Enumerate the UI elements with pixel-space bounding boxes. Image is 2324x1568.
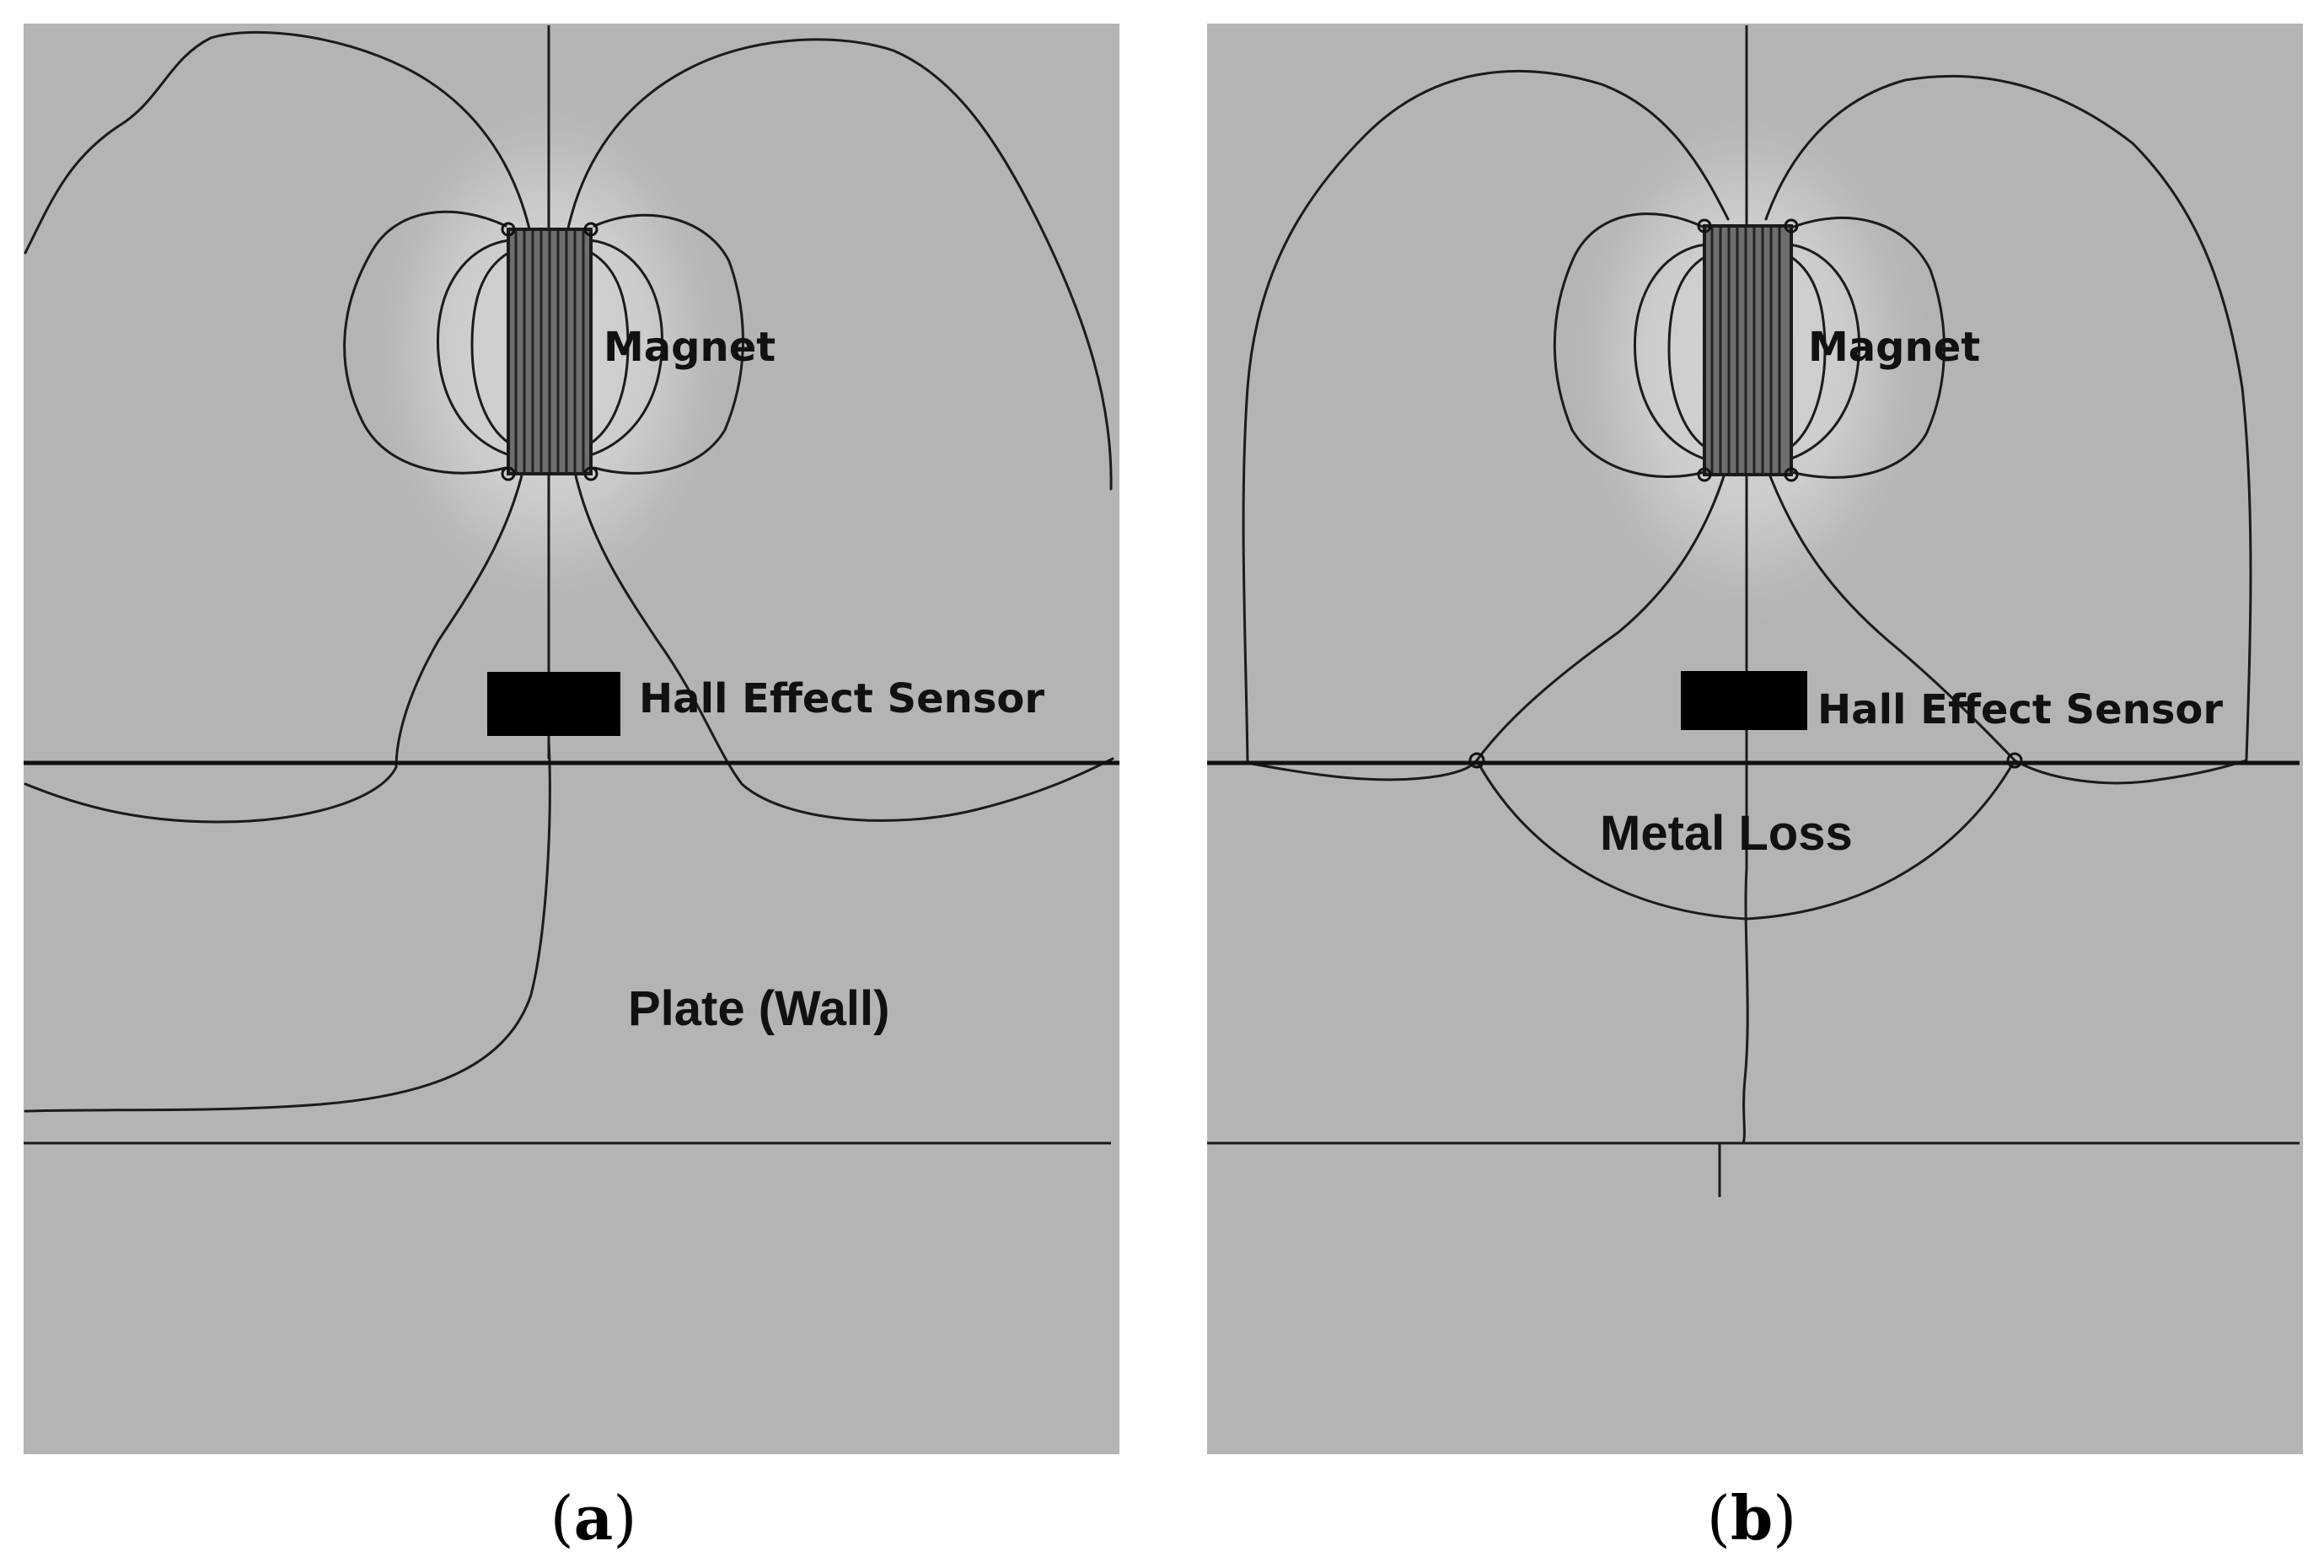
panel-b-field-line bbox=[1667, 255, 1706, 448]
panel-b-hall-sensor bbox=[1681, 671, 1807, 730]
panel-b-field-line bbox=[2013, 759, 2248, 785]
panel-a-field-line bbox=[24, 740, 551, 1113]
panel-b-field-line bbox=[1242, 69, 1730, 765]
panel-a-field-line bbox=[343, 210, 507, 475]
panel-a-field-line bbox=[24, 470, 524, 824]
panel-a-field-line bbox=[593, 213, 744, 475]
panel-b-field-line bbox=[1768, 475, 2016, 762]
panel-b: Magnet Hall Effect Sensor Metal Loss bbox=[1207, 24, 2303, 1454]
panel-a: Magnet Hall Effect Sensor Plate (Wall) bbox=[24, 24, 1119, 1454]
caption-a: (a) bbox=[550, 1482, 637, 1554]
panel-b-field-line bbox=[1790, 217, 1946, 479]
panel-a-field-line bbox=[565, 38, 1113, 491]
panel-b-field-line bbox=[1246, 759, 1479, 781]
panel-b-field-line bbox=[1553, 212, 1706, 478]
panel-b-field-line bbox=[1633, 243, 1708, 461]
panel-b-node bbox=[1468, 752, 1485, 769]
panel-a-magnet-label: Magnet bbox=[604, 324, 776, 371]
panel-a-field-line bbox=[588, 239, 664, 457]
panel-b-symmetry-axis bbox=[1742, 25, 1749, 1144]
panel-b-defect-label: Metal Loss bbox=[1600, 806, 1853, 861]
panel-a-field-line bbox=[24, 30, 533, 255]
panel-a-sensor-label: Hall Effect Sensor bbox=[639, 675, 1044, 722]
panel-b-metal-loss-boundary bbox=[1475, 759, 2016, 921]
panel-b-magnet bbox=[1697, 218, 1799, 482]
panel-a-plate-label: Plate (Wall) bbox=[628, 981, 889, 1036]
panel-b-node bbox=[2006, 752, 2023, 769]
panel-a-hall-sensor bbox=[487, 672, 620, 736]
panel-b-field-line bbox=[1475, 475, 1726, 762]
caption-b: (b) bbox=[1707, 1482, 1797, 1554]
panel-a-field-line bbox=[470, 251, 510, 444]
panel-b-field-line bbox=[1764, 74, 2252, 760]
panel-a-field-line bbox=[573, 470, 1114, 822]
panel-a-magnet bbox=[501, 222, 598, 481]
panel-b-field-line bbox=[1790, 255, 1827, 448]
panel-a-field-line bbox=[436, 239, 512, 457]
panel-b-magnet-label: Magnet bbox=[1808, 324, 1980, 371]
panel-b-sensor-label: Hall Effect Sensor bbox=[1817, 686, 2223, 733]
panel-a-field-line bbox=[590, 251, 630, 444]
panel-b-field-line bbox=[1787, 243, 1861, 461]
